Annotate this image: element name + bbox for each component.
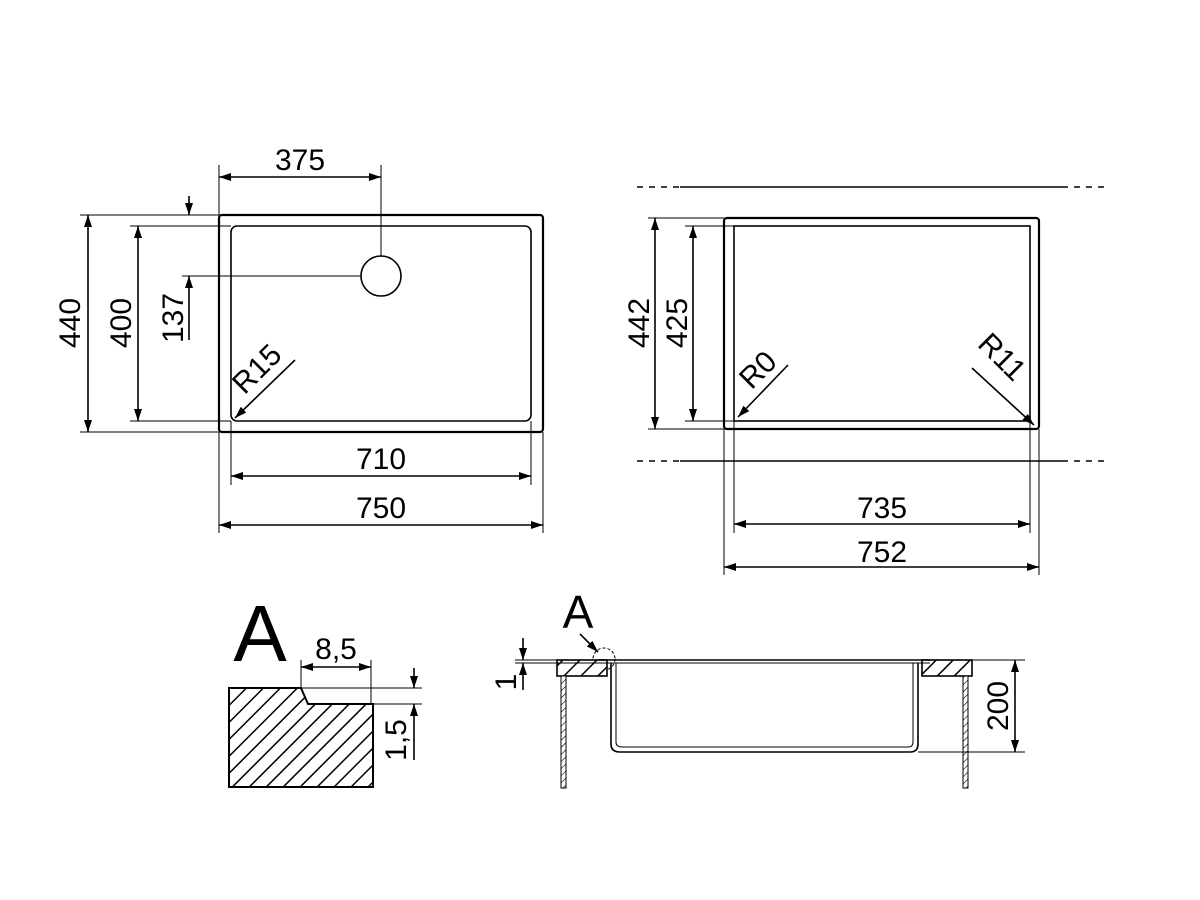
dim-label-440: 440 xyxy=(54,298,87,348)
cabinet-wall-left xyxy=(560,675,567,789)
right-top-view: 735 752 442 425 R0 R11 xyxy=(623,186,1108,575)
radius-leader-r0 xyxy=(737,364,789,418)
radius-label-r11: R11 xyxy=(971,327,1032,388)
left-top-view: 375 710 750 440 400 137 R15 xyxy=(54,144,545,533)
dim-label-750: 750 xyxy=(356,492,406,525)
dim-label-425: 425 xyxy=(661,298,694,348)
radius-label-r0: R0 xyxy=(733,345,783,395)
section-detail-label: A xyxy=(563,586,594,638)
detail-a-hatched-section xyxy=(228,687,374,788)
section-detail-leader xyxy=(579,633,599,653)
worktop-left-section xyxy=(556,659,608,677)
dim-label-8-5: 8,5 xyxy=(315,633,357,666)
radius-leader-r11 xyxy=(971,367,1035,426)
dim-label-710: 710 xyxy=(356,443,406,476)
detail-a: A 8,5 1,5 xyxy=(228,589,422,788)
right-sink-outer-outline xyxy=(722,216,1041,431)
cabinet-wall-right xyxy=(962,675,969,789)
sink-bowl-profile xyxy=(610,663,919,753)
dim-label-735: 735 xyxy=(857,492,907,525)
radius-leader-r15 xyxy=(234,359,296,419)
detail-a-label: A xyxy=(233,589,287,678)
dim-label-1: 1 xyxy=(490,674,523,691)
dim-label-137: 137 xyxy=(157,293,190,343)
dim-label-752: 752 xyxy=(857,536,907,569)
radius-label-r15: R15 xyxy=(226,338,288,400)
right-sink-inner-outline xyxy=(733,225,1031,422)
worktop-right-section xyxy=(921,659,973,677)
dim-label-442: 442 xyxy=(623,298,656,348)
dim-label-400: 400 xyxy=(105,298,138,348)
dim-label-200: 200 xyxy=(982,681,1015,731)
dim-label-375: 375 xyxy=(275,144,325,177)
drain-hole xyxy=(360,255,402,297)
section-view: A 1 200 xyxy=(490,586,1025,789)
dim-label-1-5: 1,5 xyxy=(380,719,413,761)
